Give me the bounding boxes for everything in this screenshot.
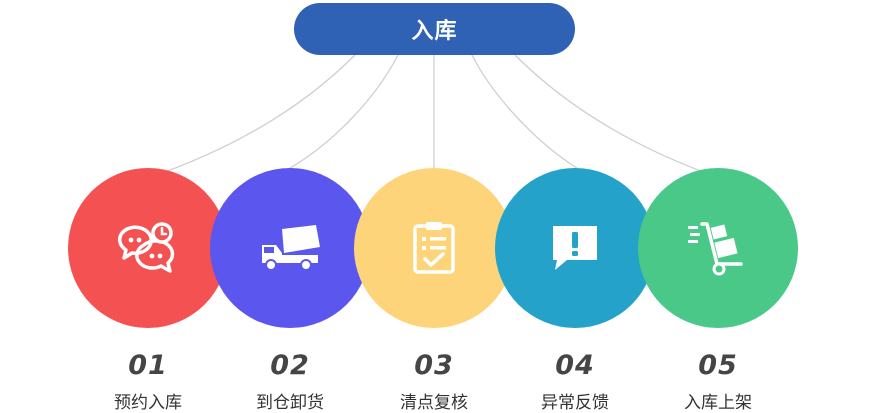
step-1-circle bbox=[68, 168, 228, 328]
hand-truck-icon bbox=[688, 222, 743, 276]
step-5-circle bbox=[638, 168, 798, 328]
connector-line-1 bbox=[147, 54, 356, 179]
step-3-circle bbox=[354, 168, 514, 328]
checklist-clipboard-icon bbox=[413, 222, 455, 274]
step-2-circle bbox=[210, 168, 370, 328]
step-3-label: 清点复核 bbox=[400, 393, 468, 413]
step-1-number: 01 bbox=[128, 350, 168, 381]
step-4-label: 异常反馈 bbox=[541, 393, 609, 413]
step-2-label: 到仓卸货 bbox=[256, 393, 324, 413]
connector-line-4 bbox=[471, 54, 578, 169]
truck-icon bbox=[262, 225, 320, 271]
step-4-number: 04 bbox=[555, 350, 595, 381]
chat-clock-icon bbox=[118, 222, 175, 273]
header-title-pill: 入库 bbox=[294, 3, 575, 55]
connector-line-2 bbox=[289, 54, 399, 169]
step-5-label: 入库上架 bbox=[684, 393, 752, 413]
connector-line-5 bbox=[514, 54, 721, 179]
step-5-number: 05 bbox=[698, 350, 738, 381]
step-2-number: 02 bbox=[270, 350, 310, 381]
step-1-label: 预约入库 bbox=[114, 393, 182, 413]
step-3-number: 03 bbox=[414, 350, 454, 381]
exclamation-chat-icon bbox=[553, 226, 597, 270]
header-title: 入库 bbox=[411, 19, 458, 44]
step-4-circle bbox=[495, 168, 655, 328]
